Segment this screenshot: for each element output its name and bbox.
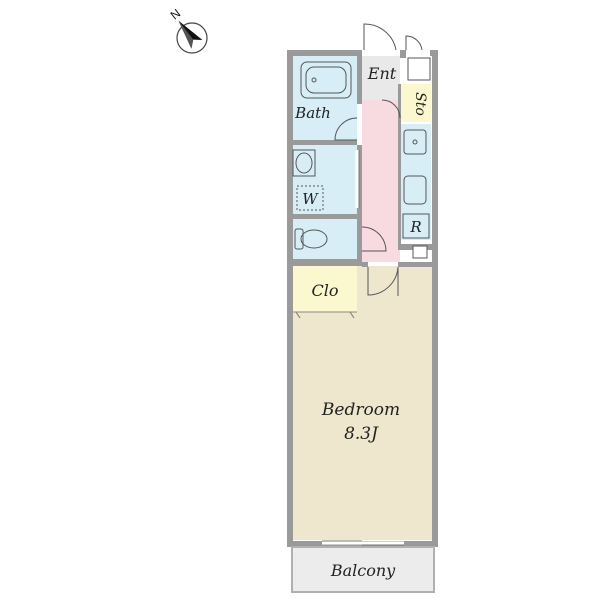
- compass: N: [168, 6, 208, 54]
- toilet-icon: [294, 228, 328, 250]
- north-label: N: [168, 6, 183, 22]
- kitchen-sink-icon: [403, 129, 427, 155]
- entrance: [362, 56, 400, 100]
- meter-box-icon: [412, 245, 428, 259]
- refrigerator-icon: [402, 213, 430, 239]
- stove-icon: [403, 175, 427, 205]
- room-fills: [292, 56, 434, 592]
- label-bath: Bath: [294, 104, 331, 122]
- north-arrow-icon: [178, 20, 203, 49]
- entrance-door-leaf: [405, 35, 423, 51]
- label-storage: Sto: [412, 92, 428, 116]
- label-refrigerator: R: [409, 218, 421, 236]
- balcony-frame: [291, 546, 435, 593]
- room-labels: Ent Sto Bath W R Clo Bedroom 8.3J Balcon…: [294, 64, 428, 580]
- label-washroom: W: [302, 190, 319, 208]
- doors: [293, 23, 423, 546]
- label-closet: Clo: [312, 281, 339, 300]
- washer-pan-icon: [296, 185, 324, 211]
- bathtub-icon: [300, 61, 352, 99]
- washroom: [293, 145, 357, 215]
- label-balcony: Balcony: [330, 561, 396, 580]
- balcony-area: [292, 548, 434, 592]
- storage-room: [401, 84, 431, 122]
- toilet-door: [361, 226, 387, 252]
- fixtures: [292, 57, 431, 259]
- bath-room: [293, 56, 357, 143]
- refrigerator-space: [401, 212, 431, 240]
- shoe-cabinet-icon: [407, 57, 431, 81]
- washbasin-icon: [292, 149, 316, 177]
- label-bedroom: Bedroom: [321, 400, 400, 420]
- entrance-door: [363, 23, 397, 51]
- toilet-room: [293, 219, 357, 259]
- bath-door: [334, 117, 358, 141]
- entry-step-arc: [381, 99, 401, 119]
- corridor: [362, 100, 400, 262]
- label-entrance: Ent: [367, 64, 397, 83]
- bedroom-door: [367, 266, 399, 296]
- label-bedroom-area: 8.3J: [344, 424, 379, 444]
